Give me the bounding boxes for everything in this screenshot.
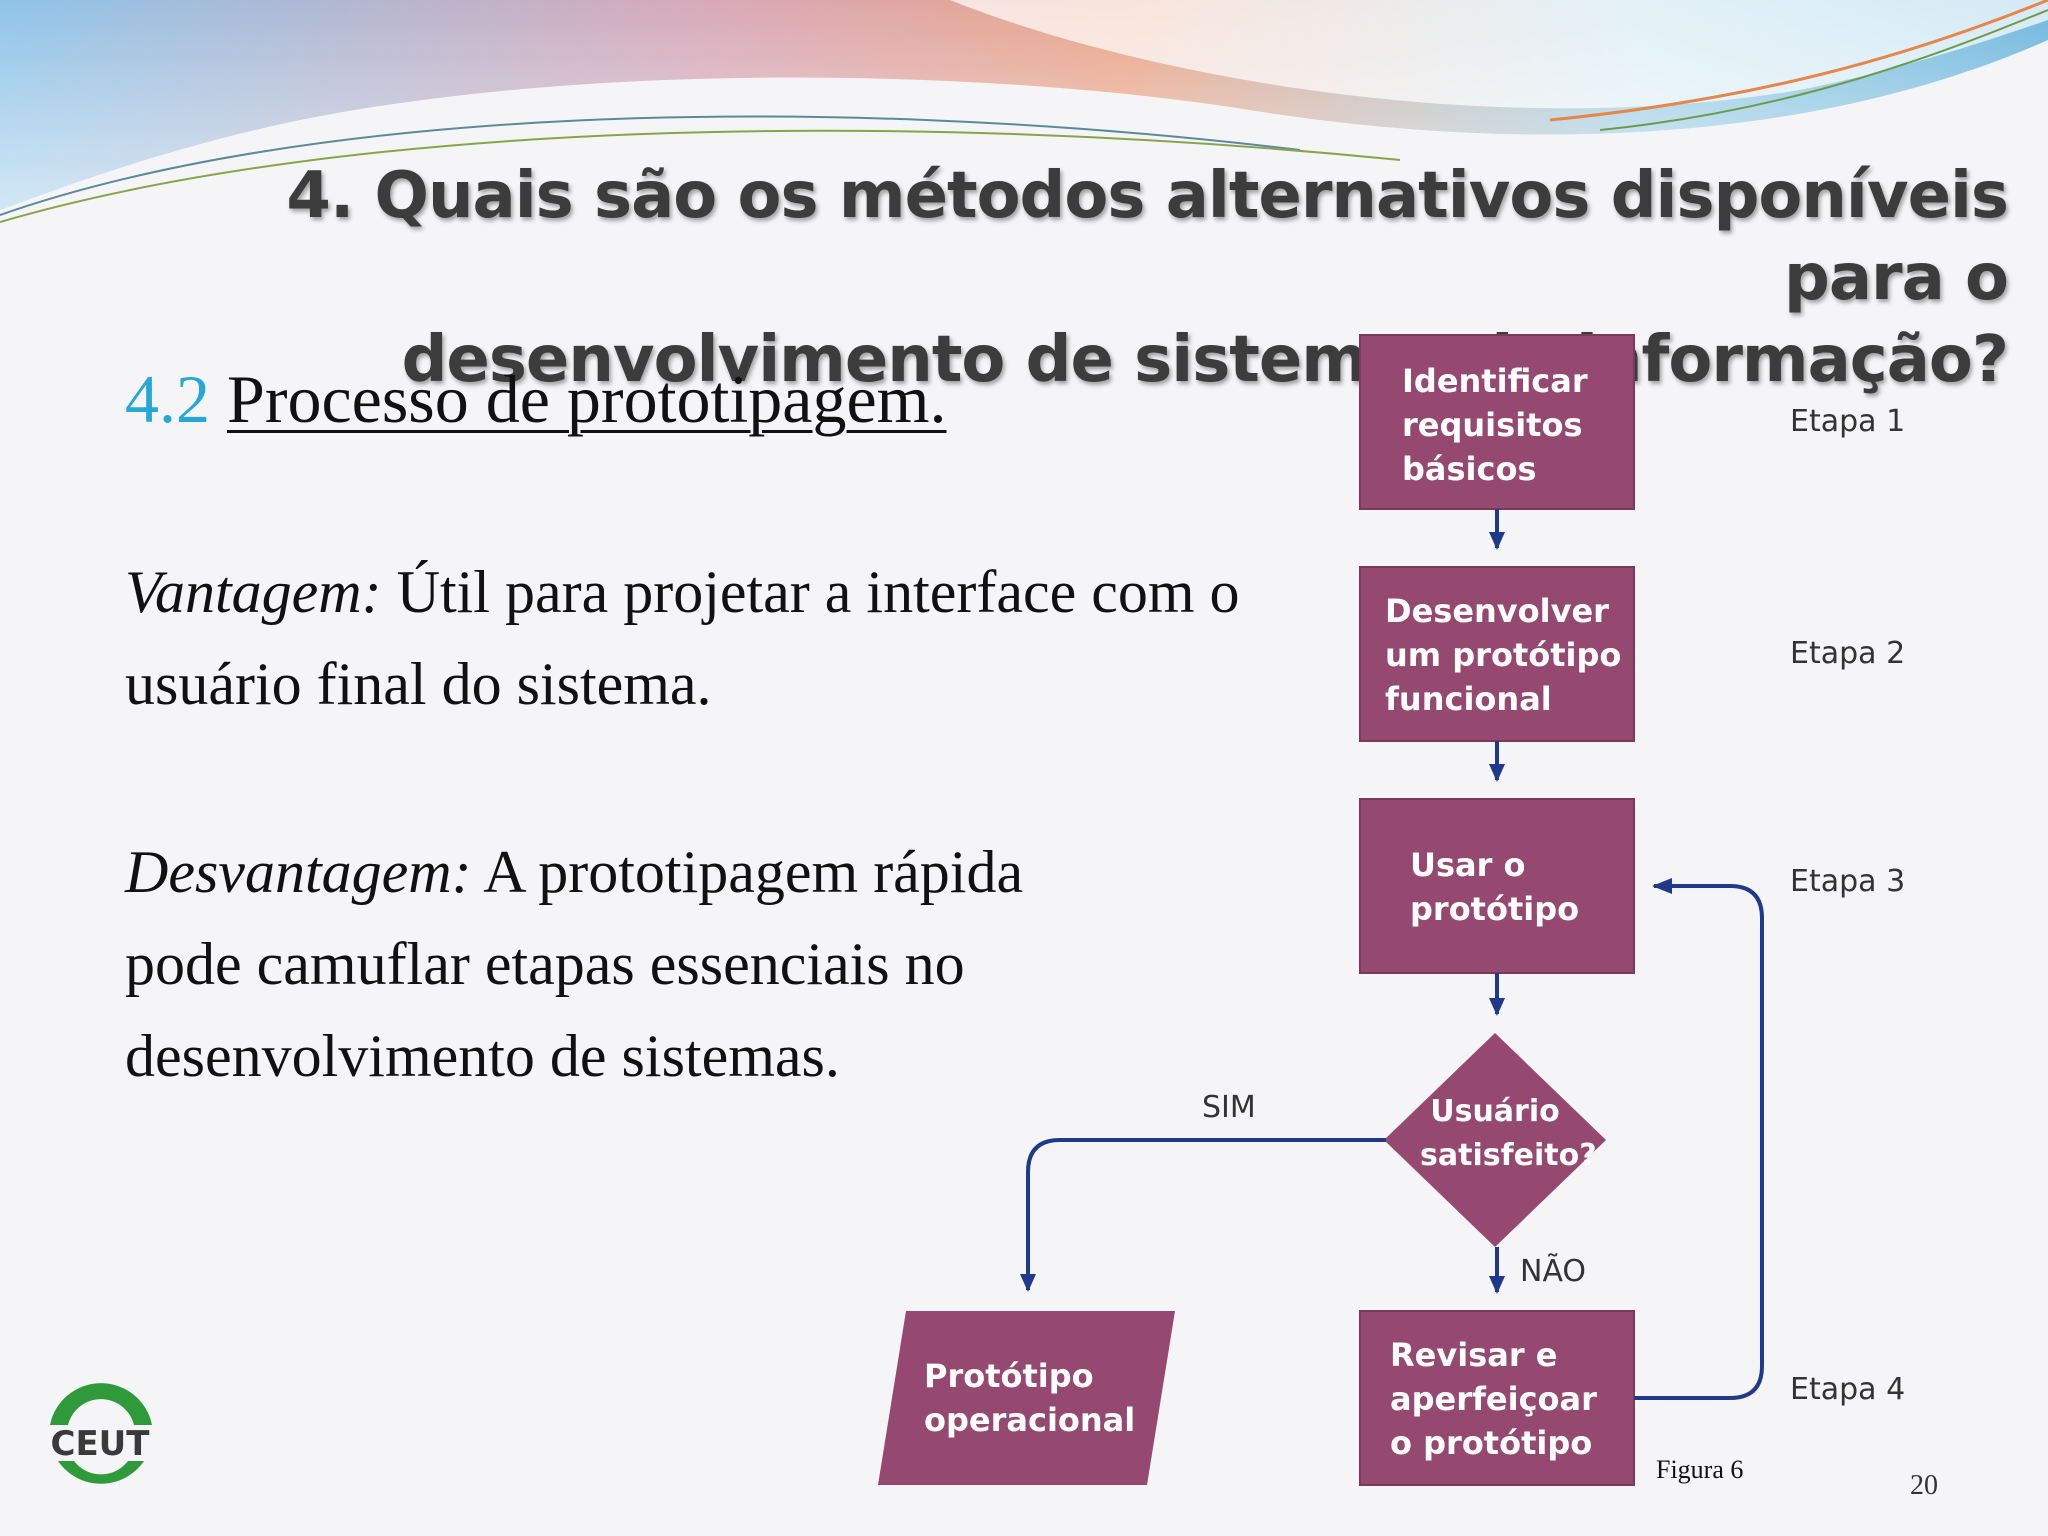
advantage-label: Vantagem: [125,559,382,625]
header-banner [0,0,2048,223]
section-number: 4.2 [125,361,210,437]
box-use-prototype-label: Usar o protótipo [1410,846,1580,928]
stage-4-label: Etapa 4 [1790,1372,1906,1407]
stage-3-label: Etapa 3 [1790,864,1906,899]
disadvantage-text: A prototipagem rápida pode camuflar etap… [125,839,1024,1089]
title-line-1: 4. Quais são os métodos alternativos dis… [286,159,2009,315]
arrow-revise-back-to-use [1634,878,1764,1400]
output-operational-prototype-label: Protótipo operacional [924,1357,1136,1439]
advantage-paragraph: Vantagem: Útil para projetar a interface… [125,546,1245,730]
stage-2-label: Etapa 2 [1790,636,1906,671]
page-number: 20 [1910,1470,1938,1501]
stage-1-label: Etapa 1 [1790,404,1906,439]
output-operational-prototype [878,1311,1175,1485]
decision-user-satisfied [1384,1033,1606,1247]
box-develop-prototype-label: Desenvolver um protótipo funcional [1385,592,1622,718]
box-use-prototype [1359,798,1635,974]
slide-title: 4. Quais são os métodos alternativos dis… [108,155,2009,401]
box-identify-requirements-label: Identificar requisitos básicos [1402,362,1588,488]
box-revise-prototype-label: Revisar e aperfeiçoar o protótipo [1390,1336,1597,1462]
title-line-2: desenvolvimento de sistemas de informaçã… [401,323,2009,397]
section-title: Processo de prototipagem. [227,361,947,437]
svg-text:CEUT: CEUT [51,1424,151,1464]
no-label: NÃO [1520,1254,1587,1289]
box-revise-prototype [1359,1310,1635,1486]
section-heading: 4.2 Processo de prototipagem. [125,360,947,439]
figure-caption: Figura 6 [1656,1455,1744,1484]
ceut-logo: CEUT [50,1383,152,1484]
yes-label: SIM [1202,1090,1256,1125]
disadvantage-label: Desvantagem: [125,839,472,905]
disadvantage-paragraph: Desvantagem: A prototipagem rápida pode … [125,826,1025,1102]
arrow-decision-to-output [1020,1138,1386,1292]
box-develop-prototype [1359,566,1635,742]
decision-label: Usuário satisfeito? [1420,1094,1597,1173]
advantage-text: Útil para projetar a interface com o usu… [125,559,1240,717]
